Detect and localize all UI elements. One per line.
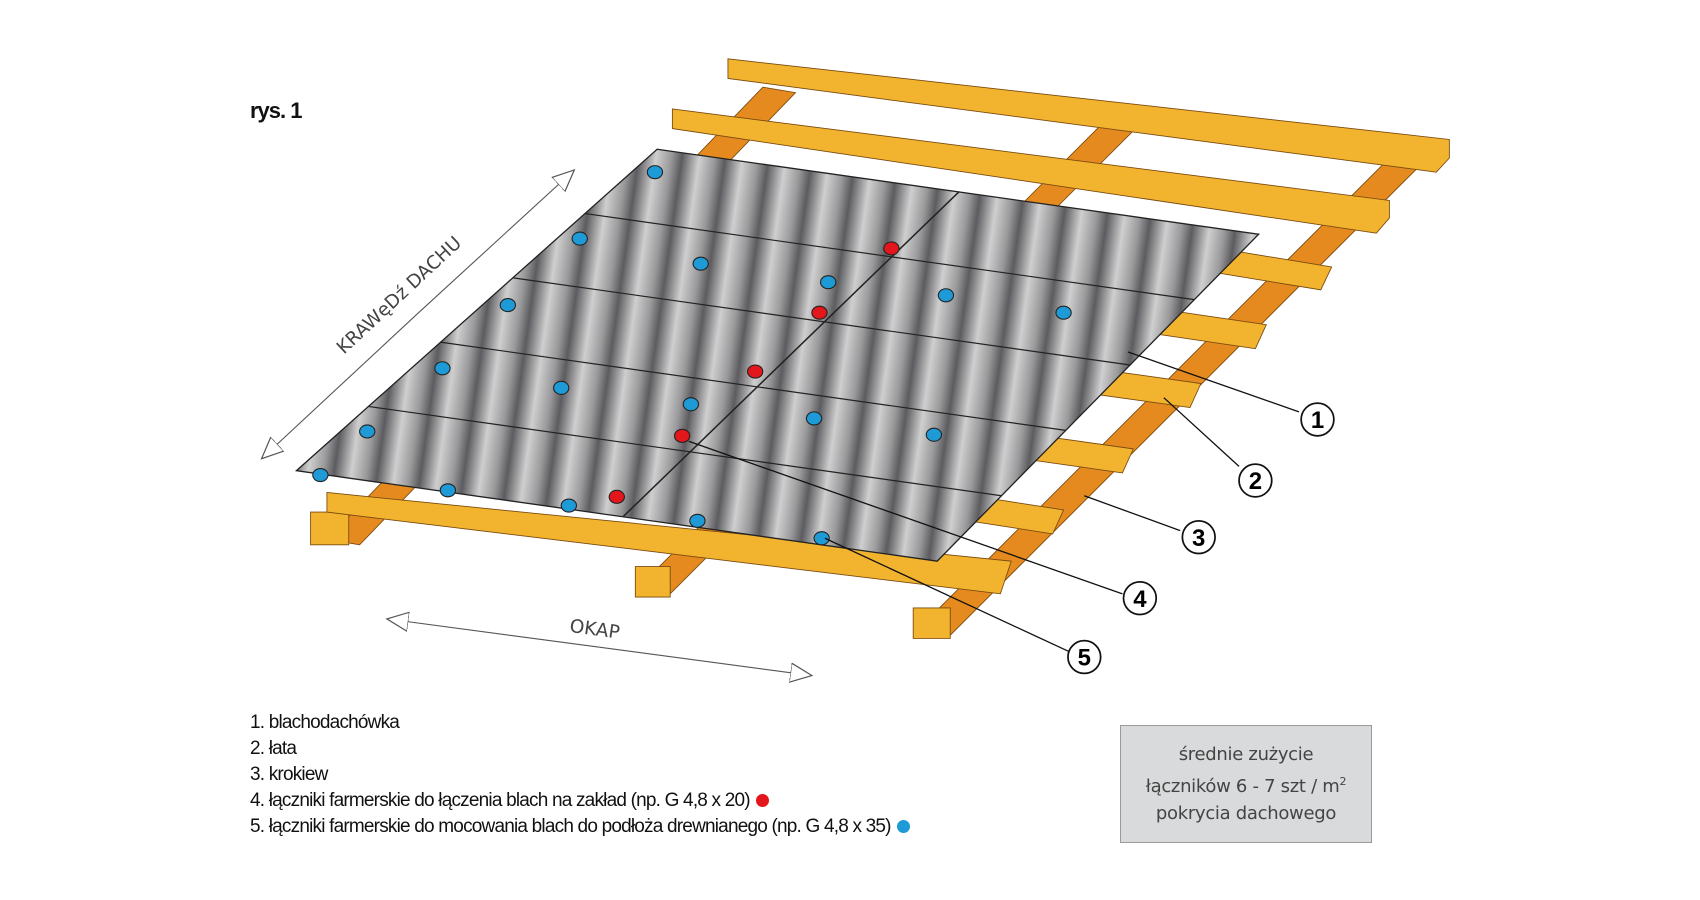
batten-top-2 bbox=[671, 108, 1390, 234]
callouts: 1 2 3 4 5 bbox=[1067, 402, 1335, 675]
blue-fastener-icon bbox=[813, 531, 830, 546]
red-fastener-icon bbox=[747, 364, 764, 379]
callout-1: 1 bbox=[1300, 402, 1335, 437]
legend-item: 3. krokiew bbox=[250, 762, 910, 788]
callout-4: 4 bbox=[1122, 580, 1158, 616]
callout-2: 2 bbox=[1238, 463, 1273, 498]
red-fastener-icon bbox=[608, 489, 625, 504]
legend-item: 2. łata bbox=[250, 736, 910, 762]
info-line-2: łączników 6 - 7 szt / m2 bbox=[1145, 768, 1347, 800]
legend-text: 4. łączniki farmerskie do łączenia blach… bbox=[250, 790, 751, 811]
callout-label: 5 bbox=[1078, 645, 1091, 672]
blue-fastener-icon bbox=[312, 467, 329, 483]
blue-fastener-icon bbox=[925, 427, 943, 442]
blue-fastener-icon bbox=[692, 256, 709, 271]
red-fastener-icon bbox=[811, 305, 828, 320]
info-line-2-text: łączników 6 - 7 szt / m bbox=[1145, 776, 1340, 797]
blue-fastener-icon bbox=[439, 483, 457, 498]
red-fastener-icon bbox=[883, 241, 900, 256]
legend: 1. blachodachówka 2. łata 3. krokiew 4. … bbox=[250, 710, 910, 840]
legend-text: 3. krokiew bbox=[250, 764, 328, 785]
blue-fastener-icon bbox=[646, 165, 664, 180]
callout-label: 2 bbox=[1249, 468, 1262, 495]
info-line-3: pokrycia dachowego bbox=[1155, 803, 1337, 824]
figure-label: rys. 1 bbox=[250, 98, 302, 123]
fasteners bbox=[312, 165, 1072, 546]
blue-fastener-icon bbox=[359, 424, 376, 439]
callout-label: 3 bbox=[1192, 525, 1205, 552]
blue-fastener-icon bbox=[820, 275, 837, 290]
legend-item: 5. łączniki farmerskie do mocowania blac… bbox=[250, 814, 910, 840]
blue-fastener-icon bbox=[1055, 305, 1072, 320]
blue-fastener-icon bbox=[896, 820, 910, 833]
eaves-label: OKAP bbox=[568, 616, 621, 644]
blue-fastener-icon bbox=[689, 513, 706, 528]
callout-label: 1 bbox=[1311, 407, 1324, 434]
blue-fastener-icon bbox=[434, 361, 451, 376]
red-fastener-icon bbox=[755, 794, 769, 807]
callout-3: 3 bbox=[1181, 519, 1216, 555]
legend-item: 4. łączniki farmerskie do łączenia blach… bbox=[250, 788, 910, 814]
batten-top-1 bbox=[727, 58, 1450, 173]
fastener-consumption-box: średnie zużycie łączników 6 - 7 szt / m2… bbox=[1120, 725, 1372, 843]
legend-text: 5. łączniki farmerskie do mocowania blac… bbox=[250, 816, 892, 837]
blue-fastener-icon bbox=[499, 298, 516, 313]
callout-5: 5 bbox=[1067, 639, 1102, 675]
blue-fastener-icon bbox=[560, 498, 578, 513]
blue-fastener-icon bbox=[937, 288, 955, 303]
callout-label: 4 bbox=[1133, 586, 1147, 613]
superscript: 2 bbox=[1339, 775, 1347, 788]
blue-fastener-icon bbox=[571, 231, 588, 246]
info-line-1: średnie zużycie bbox=[1178, 744, 1314, 765]
legend-text: 2. łata bbox=[250, 738, 297, 759]
roof-sheet bbox=[294, 148, 1261, 562]
legend-text: 1. blachodachówka bbox=[250, 712, 400, 733]
blue-fastener-icon bbox=[553, 380, 570, 395]
legend-item: 1. blachodachówka bbox=[250, 710, 910, 736]
eaves-arrow: OKAP bbox=[387, 616, 812, 676]
red-fastener-icon bbox=[674, 428, 691, 443]
blue-fastener-icon bbox=[682, 397, 700, 412]
blue-fastener-icon bbox=[805, 411, 823, 426]
